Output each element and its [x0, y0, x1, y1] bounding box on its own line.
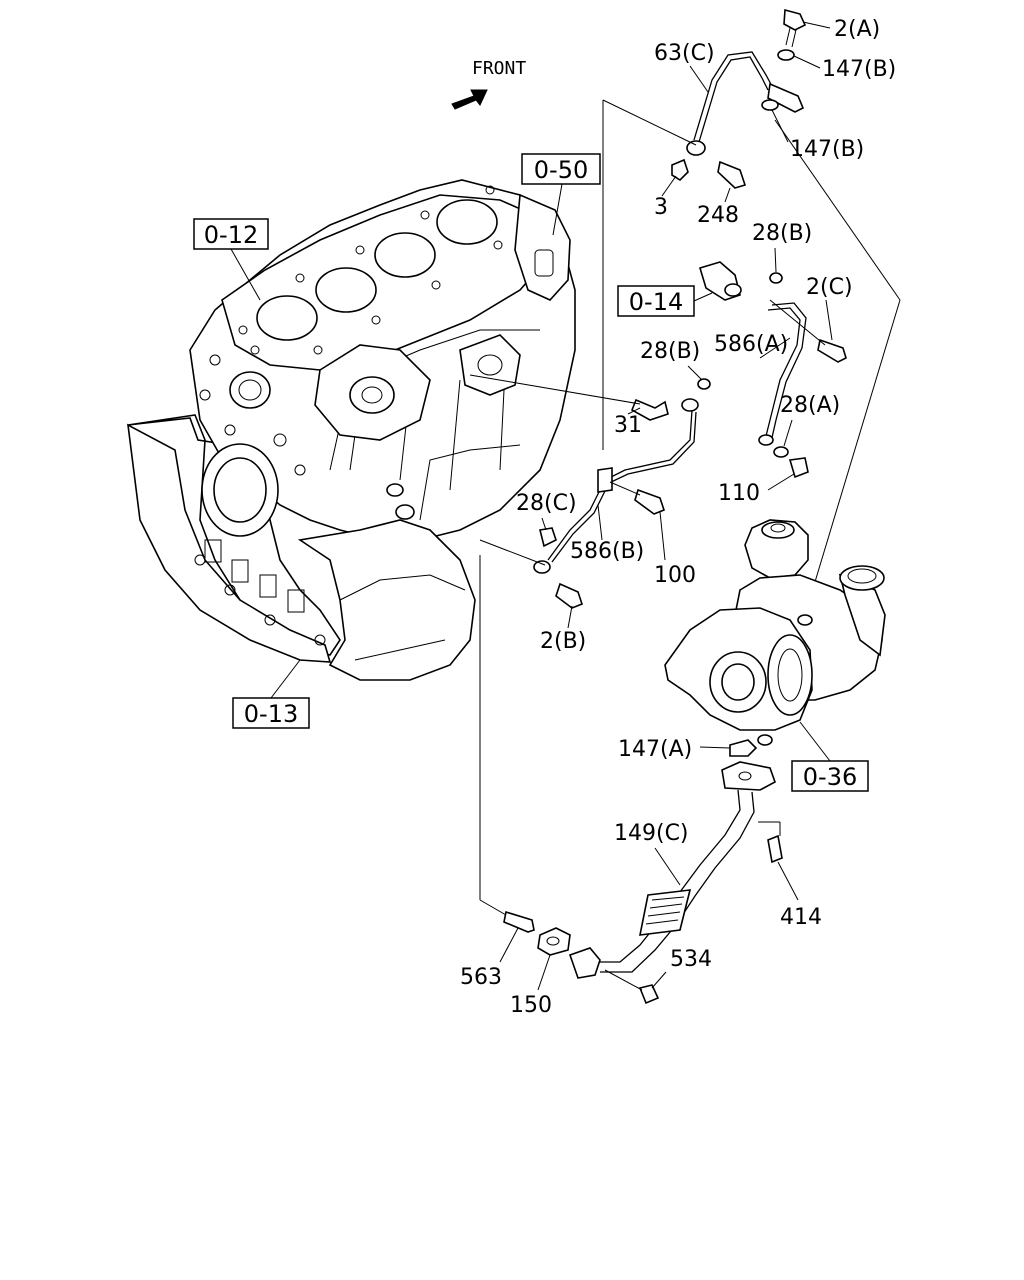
callout-2a: 2(A)	[834, 17, 880, 42]
callout-147a: 147(A)	[618, 737, 692, 762]
callout-28c: 28(C)	[516, 491, 577, 516]
front-indicator: FRONT	[451, 58, 526, 110]
callout-labels: 2(A) 147(B) 63(C) 147(B) 3 248 28(B) 2(C…	[460, 17, 896, 1018]
ref-box-0-36: 0-36	[791, 721, 869, 792]
callout-63c: 63(C)	[654, 41, 715, 66]
ref-label-0-14: 0-14	[629, 288, 683, 316]
callout-100: 100	[654, 563, 696, 588]
ref-box-0-50: 0-50	[521, 153, 601, 236]
callout-149c: 149(C)	[614, 821, 689, 846]
oil-feed-pipe-assembly	[602, 8, 901, 616]
callout-147b-lower: 147(B)	[790, 137, 864, 162]
callout-563: 563	[460, 965, 502, 990]
engine-block-assembly	[127, 179, 576, 681]
callout-248: 248	[697, 203, 739, 228]
callout-150: 150	[510, 993, 552, 1018]
front-label: FRONT	[472, 58, 526, 79]
turbocharger	[664, 519, 886, 746]
ref-label-0-36: 0-36	[803, 763, 857, 791]
ref-box-0-14: 0-14	[617, 285, 713, 317]
callout-586a: 586(A)	[714, 332, 788, 357]
ref-label-0-50: 0-50	[534, 156, 588, 184]
callout-414: 414	[780, 905, 822, 930]
solenoid-bracket-group	[699, 261, 847, 479]
ref-box-0-13: 0-13	[232, 659, 310, 729]
callout-28b-top: 28(B)	[752, 221, 812, 246]
callout-534: 534	[670, 947, 712, 972]
ref-box-0-12: 0-12	[193, 218, 269, 301]
front-arrow-icon	[451, 89, 488, 110]
oil-drain-pipe	[479, 555, 783, 1005]
oil-return-pipe-b	[469, 374, 711, 609]
callout-586b: 586(B)	[570, 539, 644, 564]
callout-2c: 2(C)	[806, 275, 853, 300]
ref-label-0-13: 0-13	[244, 700, 298, 728]
callout-3: 3	[654, 195, 668, 220]
callout-31: 31	[614, 413, 642, 438]
callout-2b: 2(B)	[540, 629, 586, 654]
callout-28b-mid: 28(B)	[640, 339, 700, 364]
callout-147b-top: 147(B)	[822, 57, 896, 82]
callout-110: 110	[718, 481, 760, 506]
callout-28a: 28(A)	[780, 393, 840, 418]
ref-label-0-12: 0-12	[204, 221, 258, 249]
